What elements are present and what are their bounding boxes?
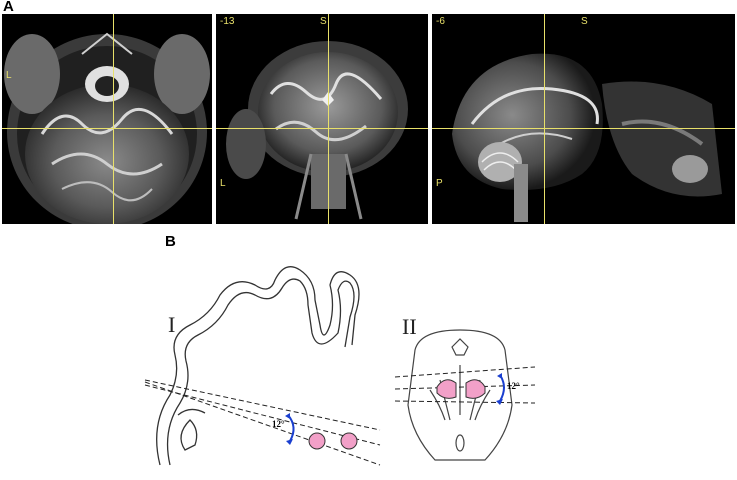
cortex-outline [156, 266, 360, 466]
target-circle [340, 432, 358, 450]
crosshair-horizontal [432, 128, 735, 129]
crosshair-vertical [113, 14, 114, 224]
panel-a-label: A [3, 0, 14, 15]
sagittal-brain-image [452, 53, 722, 222]
sagittal-top-marker: S [581, 16, 588, 27]
mri-sagittal-view: -6 S P [432, 14, 735, 224]
coronal-left-marker: L [220, 178, 226, 189]
arrowhead-icon [285, 413, 293, 445]
trajectory-lines-coronal [144, 379, 381, 466]
crosshair-vertical [544, 14, 545, 224]
axial-left-marker: L [6, 70, 12, 81]
arrowhead-icon [496, 373, 503, 405]
section-ii-numeral: II [402, 314, 417, 339]
coronal-slice-number: -13 [220, 16, 235, 27]
target-circle [308, 432, 326, 450]
schematic-diagram [144, 266, 536, 466]
mri-axial-view: L [2, 14, 212, 224]
mri-coronal-view: -13 S L [216, 14, 428, 224]
panel-b-label: B [165, 233, 176, 250]
sagittal-left-marker: P [436, 178, 443, 189]
axial-brain-outline [407, 329, 513, 461]
crosshair-horizontal [2, 128, 212, 129]
axial-brain-image [4, 32, 210, 224]
crosshair-vertical [328, 14, 329, 224]
section-ii-angle: 12° [507, 381, 520, 391]
target-region [436, 379, 457, 399]
section-i-numeral: I [168, 312, 176, 337]
coronal-brain-image [226, 41, 408, 220]
crosshair-horizontal [216, 128, 428, 129]
section-i-angle: 12° [272, 419, 285, 429]
angle-arrow-icon [287, 414, 295, 442]
target-region [465, 379, 486, 399]
sagittal-slice-number: -6 [436, 16, 445, 27]
coronal-top-marker: S [320, 16, 327, 27]
trajectory-lines-axial [394, 366, 536, 404]
